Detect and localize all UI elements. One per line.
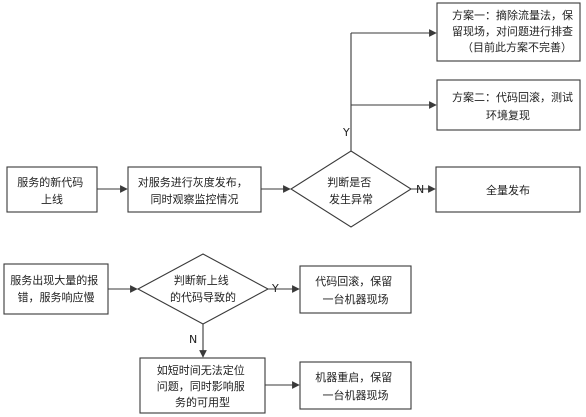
node-gray-release-line2: 同时观察监控情况 [151,192,239,206]
node-cannot-locate-line2: 问题，同时影响服 [157,380,245,393]
node-plan1-line1: 方案一：摘除流量法，保 [452,8,573,22]
edge-label-judge2-n: N [189,333,197,346]
node-plan1-line3: （目前此方案不完善） [462,40,572,54]
node-new-code [6,166,98,213]
decision-judge-anomaly-line1: 判断是否 [327,175,371,189]
svg-text:方案二：代码回滚，测试 环境复现: 方案二：代码回滚，测试 环境复现 [452,90,577,122]
svg-text:服务的新代码 上线: 服务的新代码 上线 [17,175,87,206]
node-plan1-line2: 留现场，对问题进行排查 [452,24,573,38]
node-mass-errors-line1: 服务出现大量的报 [10,273,98,287]
svg-text:对服务进行灰度发布， 同时观察监控情况: 对服务进行灰度发布， 同时观察监控情况 [138,175,252,206]
decision-judge-anomaly-line2: 发生异常 [329,192,373,206]
svg-text:如短时间无法定位 问题，同时影响服 务的可用: 如短时间无法定位 问题，同时影响服 务的可用型 [157,363,249,409]
node-rollback-line1: 代码回滚，保留 [315,274,392,288]
svg-text:判断新上线 的代码导致的: 判断新上线 的代码导致的 [170,273,236,304]
node-new-code-line2: 上线 [41,192,63,206]
node-plan2 [436,79,581,131]
decision-judge-new-code-line2: 的代码导致的 [170,290,236,304]
node-full-release [435,166,581,213]
node-gray-release-line1: 对服务进行灰度发布， [138,175,248,189]
node-mass-errors-line2: 错，服务响应慢 [18,290,95,304]
node-rollback [299,265,412,314]
svg-text:全量发布: 全量发布 [486,183,530,197]
node-new-code-line1: 服务的新代码 [17,175,83,189]
svg-text:服务出现大量的报 错，服务响应慢: 服务出现大量的报 错，服务响应慢 [10,273,102,304]
node-plan2-line1: 方案二：代码回滚，测试 [452,90,573,104]
node-restart [299,361,412,410]
node-mass-errors [3,263,109,315]
svg-text:代码回滚，保留 一台机器现场: 代码回滚，保留 一台机器现场 [315,274,396,306]
node-restart-line1: 机器重启，保留 [315,370,392,384]
svg-text:方案一：摘除流量法，保 留现场，对问题进行排查: 方案一：摘除流量法，保 留现场，对问题进行排查 （目前此方案不完善） [452,8,577,54]
decision-judge-new-code [136,253,270,325]
node-cannot-locate-line3: 务的可用型 [175,395,230,409]
edge-label-judge2-y: Y [271,282,279,295]
node-restart-line2: 一台机器现场 [323,388,389,402]
node-plan1 [436,2,581,62]
edge-label-judge-y: Y [342,126,350,139]
svg-text:判断是否 发生异常: 判断是否 发生异常 [327,175,375,206]
node-cannot-locate [139,357,266,414]
decision-judge-anomaly [289,150,413,228]
node-full-release-line1: 全量发布 [486,183,530,197]
node-plan2-line2: 环境复现 [486,108,530,122]
decision-judge-new-code-line1: 判断新上线 [174,273,229,287]
edge-label-judge-n: N [416,183,424,196]
node-cannot-locate-line1: 如短时间无法定位 [157,363,245,377]
svg-text:机器重启，保留 一台机器现场: 机器重启，保留 一台机器现场 [315,370,396,402]
node-rollback-line2: 一台机器现场 [323,292,389,306]
